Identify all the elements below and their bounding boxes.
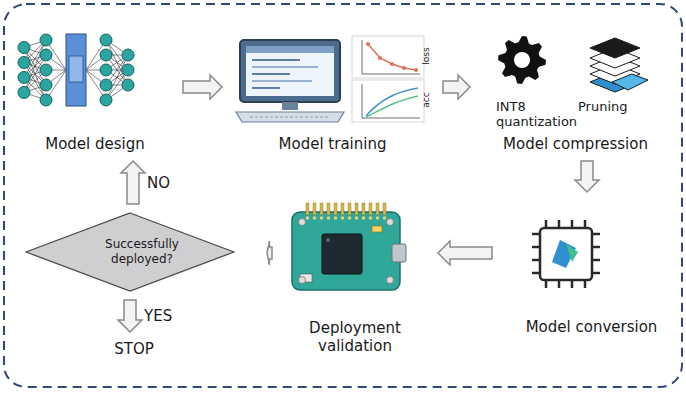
flow-arrow: [438, 241, 492, 265]
header-pin: [362, 203, 365, 215]
net-neuron: [100, 49, 112, 61]
technique-label: INT8 quantization: [496, 99, 588, 129]
diamond-outline: [26, 213, 234, 291]
chip-pin: [545, 220, 548, 228]
header-pin: [341, 203, 344, 215]
chip-pin: [571, 280, 574, 288]
net-neuron: [40, 64, 52, 76]
chip-pin: [584, 280, 587, 288]
chip-pin: [558, 220, 561, 228]
pad: [320, 216, 324, 220]
pad: [355, 216, 359, 220]
chip-pin: [532, 259, 540, 262]
chip-pin: [532, 233, 540, 236]
net-neuron: [100, 79, 112, 91]
dev-board-icon: [292, 203, 406, 290]
stage-caption: Model compression: [503, 135, 648, 153]
net-neuron: [122, 64, 134, 76]
chip-pin: [592, 246, 600, 249]
pad: [362, 216, 366, 220]
net-neuron: [18, 87, 30, 99]
net-link: [106, 40, 128, 85]
validation-stage: Deployment validation: [280, 195, 430, 355]
gear-hole: [514, 52, 530, 68]
design-stage: Model design: [15, 25, 175, 153]
header-pin: [306, 203, 309, 215]
axis-label: acc: [421, 92, 431, 107]
chip-pin: [532, 246, 540, 249]
gear-icon: [498, 36, 546, 84]
flow-arrow: [267, 241, 272, 265]
net-neuron: [18, 72, 30, 84]
gear-body: [498, 36, 546, 84]
stage-caption: Model conversion: [526, 318, 658, 336]
flow-arrow: [121, 161, 145, 204]
net-neuron: [40, 94, 52, 106]
chip-pin: [592, 259, 600, 262]
net-neuron: [100, 64, 112, 76]
pad: [313, 216, 317, 220]
header-pin: [355, 203, 358, 215]
edge-label: NO: [147, 174, 170, 192]
header-pin: [320, 203, 323, 215]
net-neuron: [122, 49, 134, 61]
stop-text: STOP: [98, 340, 170, 358]
stage-caption: Deployment validation: [299, 319, 411, 355]
pad: [383, 216, 387, 220]
header-pin: [376, 203, 379, 215]
net-neuron: [122, 79, 134, 91]
flow-arrow: [575, 161, 599, 192]
chip-pin: [545, 280, 548, 288]
loss-chart: [352, 36, 424, 78]
flow-arrow: [443, 75, 470, 99]
pad: [376, 216, 380, 220]
chip-icon: [532, 220, 600, 288]
pruning-layers-icon: [590, 38, 648, 92]
chip-pin: [592, 272, 600, 275]
chip-pin: [584, 220, 587, 228]
chip-pin: [592, 233, 600, 236]
edge-label: YES: [144, 307, 172, 325]
net-neuron: [18, 42, 30, 54]
compression-stage: INT8 quantizationPruningModel compressio…: [478, 25, 673, 153]
conversion-stage: Model conversion: [500, 200, 683, 336]
chip-pin: [532, 272, 540, 275]
dashed-frame: [4, 4, 682, 387]
net-neuron: [40, 79, 52, 91]
pad: [348, 216, 352, 220]
stop-terminal: STOP: [98, 340, 170, 364]
axis-label: loss: [421, 47, 431, 64]
header-pin: [327, 203, 330, 215]
header-pin: [313, 203, 316, 215]
chip-pin: [571, 220, 574, 228]
stage-caption: Model design: [45, 135, 145, 153]
pad: [369, 216, 373, 220]
decision-text: Successfully deployed?: [86, 237, 198, 267]
header-pin: [348, 203, 351, 215]
stage-caption: Model training: [279, 135, 387, 153]
net-neuron: [18, 57, 30, 69]
pad: [341, 216, 345, 220]
pad: [327, 216, 331, 220]
header-pin: [369, 203, 372, 215]
net-neuron: [100, 34, 112, 46]
pad: [334, 216, 338, 220]
net-neuron: [100, 94, 112, 106]
header-pin: [334, 203, 337, 215]
net-neuron: [40, 49, 52, 61]
accuracy-chart: [352, 80, 424, 122]
net-neuron: [40, 34, 52, 46]
neural-network-icon: [18, 34, 134, 106]
training-stage: Model training: [230, 25, 435, 153]
net-link: [106, 55, 128, 100]
technique-label: Pruning: [578, 99, 628, 114]
pad: [306, 216, 310, 220]
flow-arrow: [183, 75, 222, 99]
header-pin: [383, 203, 386, 215]
decision-diamond: Successfully deployed?: [25, 212, 259, 292]
computer-icon: [236, 40, 344, 122]
flow-arrow: [118, 300, 142, 332]
chip-pin: [558, 280, 561, 288]
